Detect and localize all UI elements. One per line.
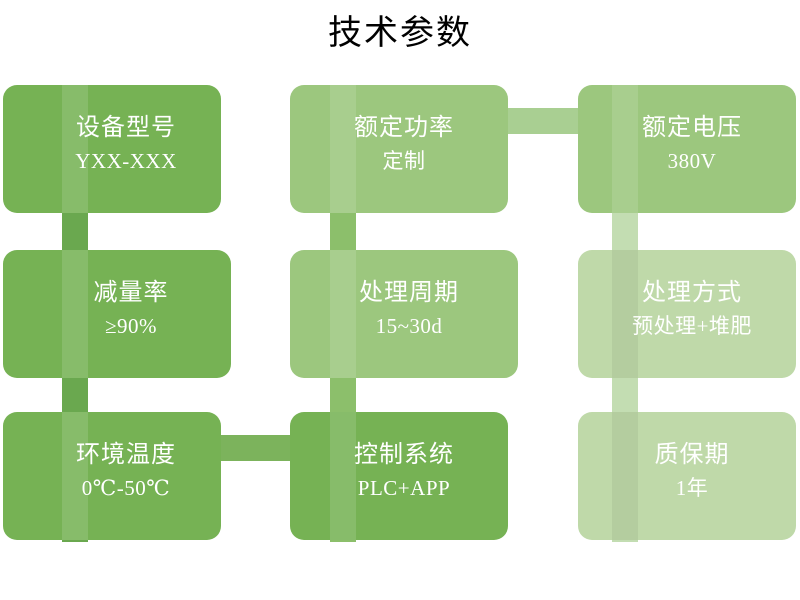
param-card-control-system[interactable]: 控制系统 PLC+APP [290,412,508,540]
param-card-ambient-temperature[interactable]: 环境温度 0℃-50℃ [3,412,221,540]
card-stripe [330,85,356,213]
card-text-block: 设备型号 YXX-XXX [3,111,221,177]
card-value: 0℃-50℃ [81,476,171,500]
card-text-block: 减量率 ≥90% [3,276,231,342]
card-value: 预处理+堆肥 [632,314,752,338]
param-card-equipment-model[interactable]: 设备型号 YXX-XXX [3,85,221,213]
card-label: 额定电压 [642,115,742,141]
card-text-block: 额定电压 380V [578,111,796,177]
card-stripe [612,412,638,540]
param-card-processing-method[interactable]: 处理方式 预处理+堆肥 [578,250,796,378]
card-text-block: 额定功率 定制 [290,111,508,177]
card-text-block: 环境温度 0℃-50℃ [3,438,221,504]
card-stripe [62,85,88,213]
card-label: 减量率 [93,280,169,306]
card-value: 15~30d [375,314,443,338]
card-label: 控制系统 [354,442,454,468]
card-label: 设备型号 [76,115,176,141]
card-value: 定制 [382,149,426,173]
card-label: 额定功率 [354,115,454,141]
card-stripe [330,412,356,540]
param-card-warranty-period[interactable]: 质保期 1年 [578,412,796,540]
card-label: 质保期 [654,442,730,468]
card-value: 1年 [675,476,709,500]
param-card-rated-voltage[interactable]: 额定电压 380V [578,85,796,213]
card-text-block: 质保期 1年 [578,438,796,504]
card-text-block: 处理周期 15~30d [290,276,518,342]
page-title: 技术参数 [328,15,472,52]
card-value: YXX-XXX [75,149,177,173]
card-value: 380V [667,149,717,173]
card-stripe [62,250,88,378]
card-label: 环境温度 [76,442,176,468]
card-value: PLC+APP [357,476,451,500]
param-card-reduction-rate[interactable]: 减量率 ≥90% [3,250,231,378]
card-stripe [330,250,356,378]
card-label: 处理方式 [642,280,742,306]
card-text-block: 控制系统 PLC+APP [290,438,508,504]
card-stripe [612,250,638,378]
card-value: ≥90% [104,314,158,338]
card-label: 处理周期 [359,280,459,306]
card-text-block: 处理方式 预处理+堆肥 [578,276,796,342]
card-stripe [612,85,638,213]
param-card-processing-cycle[interactable]: 处理周期 15~30d [290,250,518,378]
param-card-rated-power[interactable]: 额定功率 定制 [290,85,508,213]
card-stripe [62,412,88,540]
